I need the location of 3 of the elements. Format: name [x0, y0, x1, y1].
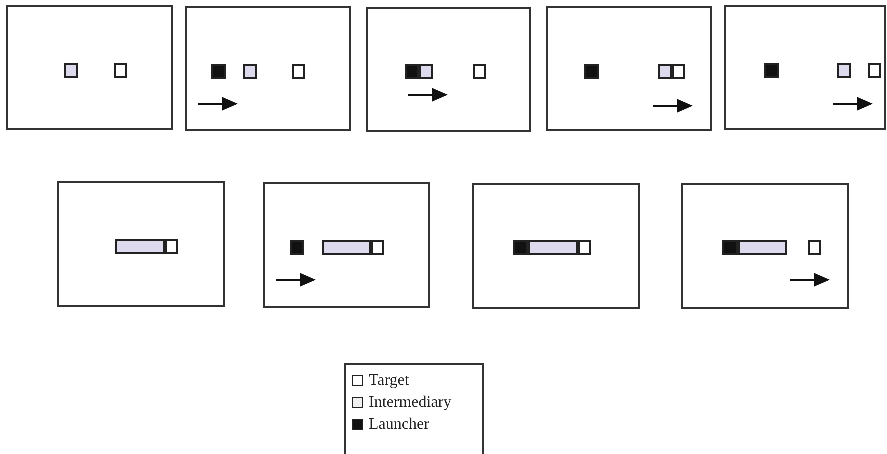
legend-label: Target: [369, 371, 410, 390]
legend-label: Launcher: [369, 415, 430, 434]
legend-label: Intermediary: [369, 393, 452, 412]
